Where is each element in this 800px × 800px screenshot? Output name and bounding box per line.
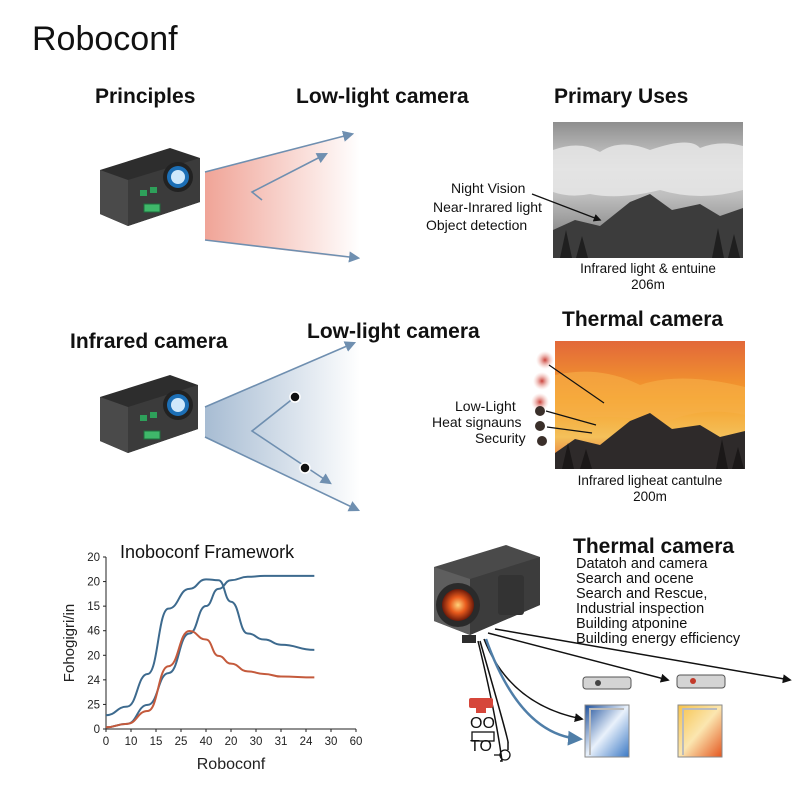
target-dot [299, 462, 311, 474]
beam-arrow-bottom [204, 436, 361, 512]
series-line-2 [105, 629, 315, 729]
x-tick-label: 25 [175, 736, 188, 748]
pointer-arrow [531, 193, 602, 222]
use-item: Night Vision [451, 180, 526, 196]
pointer-lines [545, 364, 605, 434]
caption-line: Infrared light & entuine [580, 261, 716, 276]
connection-arrows [477, 628, 792, 762]
use-item: Security [475, 430, 526, 446]
low-light-beam [205, 341, 360, 511]
x-tick-label: 60 [350, 736, 363, 748]
list-item: Datatoh and camera [576, 556, 708, 572]
y-tick-label: 20 [87, 552, 100, 564]
caption-line: 200m [633, 489, 667, 504]
port-circle-icon [499, 749, 511, 761]
beam-arrow-top [204, 130, 355, 173]
caption-line: Infrared ligheat cantulne [577, 473, 723, 488]
x-tick-label: 0 [103, 736, 109, 748]
camera-icon [100, 148, 200, 226]
x-tick-label: 10 [125, 736, 138, 748]
y-tick-label: 25 [87, 699, 100, 711]
x-tick-label: 20 [225, 736, 238, 748]
chart-title: Inoboconf Framework [120, 542, 295, 562]
y-tick-label: 0 [94, 724, 100, 736]
target-dot [289, 391, 301, 403]
thermal-uses-list: Datatoh and camera Search and ocene Sear… [576, 557, 740, 647]
heading-primary-uses: Primary Uses [554, 85, 689, 108]
y-axis-label: Fohogigri/in [61, 604, 78, 682]
beam-arrow-middle [250, 152, 328, 201]
x-tick-label: 40 [200, 736, 213, 748]
heading-low-light-camera-2: Low-light camera [307, 320, 480, 343]
port-icon [471, 731, 495, 742]
heading-principles: Principles [95, 85, 196, 108]
row1-diagram [100, 122, 743, 263]
y-tick-label: 24 [87, 675, 100, 687]
list-item: Industrial inspection [576, 601, 705, 617]
infrared-beam [205, 132, 360, 260]
use-item: Heat signauns [432, 414, 522, 430]
use-item: Object detection [426, 217, 528, 233]
thermal-diagram [434, 545, 792, 762]
thermal-caption: Infrared ligheat cantulne 200m [550, 473, 750, 505]
row2-diagram [100, 341, 745, 512]
list-item: Building energy efficiency [576, 631, 741, 647]
cool-thermal-tile [584, 704, 630, 758]
sensor-device [582, 676, 632, 690]
label-oo: OO [470, 715, 495, 732]
red-sensor-icon [469, 698, 493, 713]
x-tick-label: 30 [250, 736, 263, 748]
x-tick-label: 24 [300, 736, 313, 748]
series-line-1 [105, 574, 315, 729]
x-tick-label: 30 [325, 736, 338, 748]
heading-infrared-camera: Infrared camera [70, 330, 228, 353]
y-tick-label: 15 [87, 601, 100, 613]
heading-thermal-camera-2: Thermal camera [573, 535, 735, 558]
y-tick-label: 20 [87, 650, 100, 662]
caption-line: 206m [631, 277, 665, 292]
beam-arrow-top [204, 341, 357, 408]
camera-icon [100, 375, 198, 453]
use-item: Low-Light [455, 398, 516, 414]
y-tick-label: 46 [87, 626, 100, 638]
page-title: Roboconf [32, 20, 178, 58]
use-item: Near-Inrared light [433, 199, 542, 215]
beam-arrow-bottom [204, 239, 361, 263]
sensor-device [676, 674, 726, 689]
series-line-0 [105, 578, 315, 717]
list-item: Building atponine [576, 616, 688, 632]
line-chart: 20 20 15 46 20 24 25 00 10 15 25 40 20 30 31 24 30 60Robo… [61, 552, 363, 773]
night-vision-image [553, 122, 743, 258]
label-to: TO [470, 738, 492, 755]
x-tick-label: 15 [150, 736, 163, 748]
night-vision-caption: Infrared light & entuine 206m [548, 261, 748, 293]
list-item: Search and Rescue, [576, 586, 708, 602]
x-tick-label: 31 [275, 736, 288, 748]
y-tick-label: 20 [87, 577, 100, 589]
thermal-camera-icon [434, 545, 540, 643]
x-axis-label: Roboconf [197, 756, 266, 773]
heat-source-dots [531, 351, 554, 446]
heading-low-light-camera: Low-light camera [296, 85, 469, 108]
heading-thermal-camera: Thermal camera [562, 308, 724, 331]
list-item: Search and ocene [576, 571, 694, 587]
thermal-image [555, 341, 745, 469]
hot-thermal-tile [677, 704, 723, 758]
